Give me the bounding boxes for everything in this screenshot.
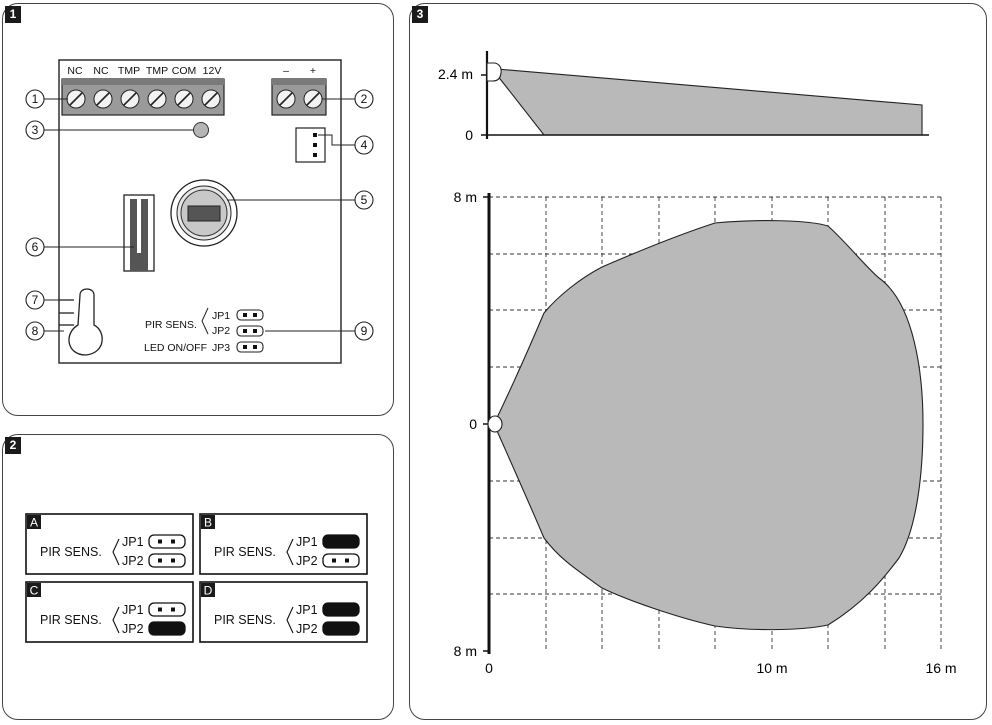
config-jp2-label: JP2: [296, 554, 318, 568]
config-letter: B: [204, 516, 212, 530]
callout-7: 7: [32, 293, 39, 307]
config-jp1-label: JP1: [296, 603, 318, 617]
side-view-detector-icon: [486, 62, 502, 82]
config-pir-label: PIR SENS.: [214, 613, 276, 627]
top-view-y-top-label: 8 m: [454, 189, 477, 205]
panel-1-badge: 1: [5, 6, 21, 23]
panel-2-badge: 2: [5, 437, 21, 454]
callout-6: 6: [32, 240, 39, 254]
side-view: 2.4 m 0: [438, 51, 929, 143]
config-jp1-jumper: [322, 534, 360, 549]
config-jp1-label: JP1: [122, 603, 144, 617]
top-view-y-mid-label: 0: [469, 416, 477, 432]
callout-9: 9: [361, 324, 368, 338]
top-view-x-label-16m: 16 m: [925, 660, 956, 676]
detection-range-diagram: 2.4 m 0 8 m 0 8 m 0 10 m 16 m: [438, 51, 957, 676]
top-view-x-label-0: 0: [485, 660, 493, 676]
side-view-y-zero-label: 0: [465, 127, 473, 143]
jp2-label: JP2: [212, 325, 230, 337]
terminal-label-tmp-1: TMP: [118, 65, 140, 77]
callout-3: 3: [32, 123, 39, 137]
terminal-block-left: [61, 78, 225, 116]
callout-4: 4: [361, 138, 368, 152]
config-jp1-label: JP1: [296, 535, 318, 549]
pir-bracket: [201, 307, 209, 335]
callout-1: 1: [32, 92, 39, 106]
config-jp2-label: JP2: [296, 622, 318, 636]
terminal-label-12v: 12V: [203, 65, 222, 77]
terminal-label-plus: +: [310, 65, 316, 77]
side-view-coverage: [496, 68, 923, 136]
terminal-label-nc-1: NC: [67, 65, 83, 77]
led-on-off-label: LED ON/OFF: [144, 342, 207, 354]
pir-sensor: [170, 179, 238, 247]
config-jp2-jumper: [148, 553, 186, 568]
config-pir-label: PIR SENS.: [40, 613, 102, 627]
led: [193, 122, 209, 138]
temperature-sensor: [123, 194, 155, 272]
config-jp1-label: JP1: [122, 535, 144, 549]
jumper-headers: [236, 309, 264, 353]
config-pir-label: PIR SENS.: [214, 545, 276, 559]
config-jp1-jumper: [322, 602, 360, 617]
top-view-x-label-10m: 10 m: [756, 660, 787, 676]
terminal-label-tmp-2: TMP: [146, 65, 168, 77]
terminal-label-nc-2: NC: [93, 65, 109, 77]
terminal-label-minus: –: [283, 65, 289, 77]
config-jp1-jumper: [148, 534, 186, 549]
config-letter: A: [30, 516, 38, 530]
terminal-label-com: COM: [172, 65, 197, 77]
callout-2: 2: [361, 92, 368, 106]
callout-8: 8: [32, 324, 39, 338]
panel-2: [2, 434, 394, 720]
config-jp2-label: JP2: [122, 554, 144, 568]
config-jp1-jumper: [148, 602, 186, 617]
jp1-label: JP1: [212, 310, 230, 322]
tamper-connector: [295, 127, 326, 163]
panel-3-badge: 3: [412, 6, 428, 23]
config-pir-label: PIR SENS.: [40, 545, 102, 559]
jp3-label: JP3: [212, 342, 230, 354]
top-view-detector-icon: [487, 415, 503, 433]
config-jp2-jumper: [148, 621, 186, 636]
board-diagram: NC NC TMP TMP COM 12V – +: [25, 59, 374, 364]
side-view-y-top-label: 2.4 m: [438, 66, 473, 82]
top-view-coverage-area: [493, 220, 924, 631]
top-view-y-bottom-label: 8 m: [454, 643, 477, 659]
callout-5: 5: [361, 193, 368, 207]
config-jp2-label: JP2: [122, 622, 144, 636]
pir-sens-label: PIR SENS.: [145, 319, 197, 331]
terminal-block-right: [271, 78, 327, 116]
config-jp2-jumper: [322, 621, 360, 636]
config-jp2-jumper: [322, 553, 360, 568]
config-letter: C: [30, 584, 39, 598]
config-letter: D: [204, 584, 213, 598]
